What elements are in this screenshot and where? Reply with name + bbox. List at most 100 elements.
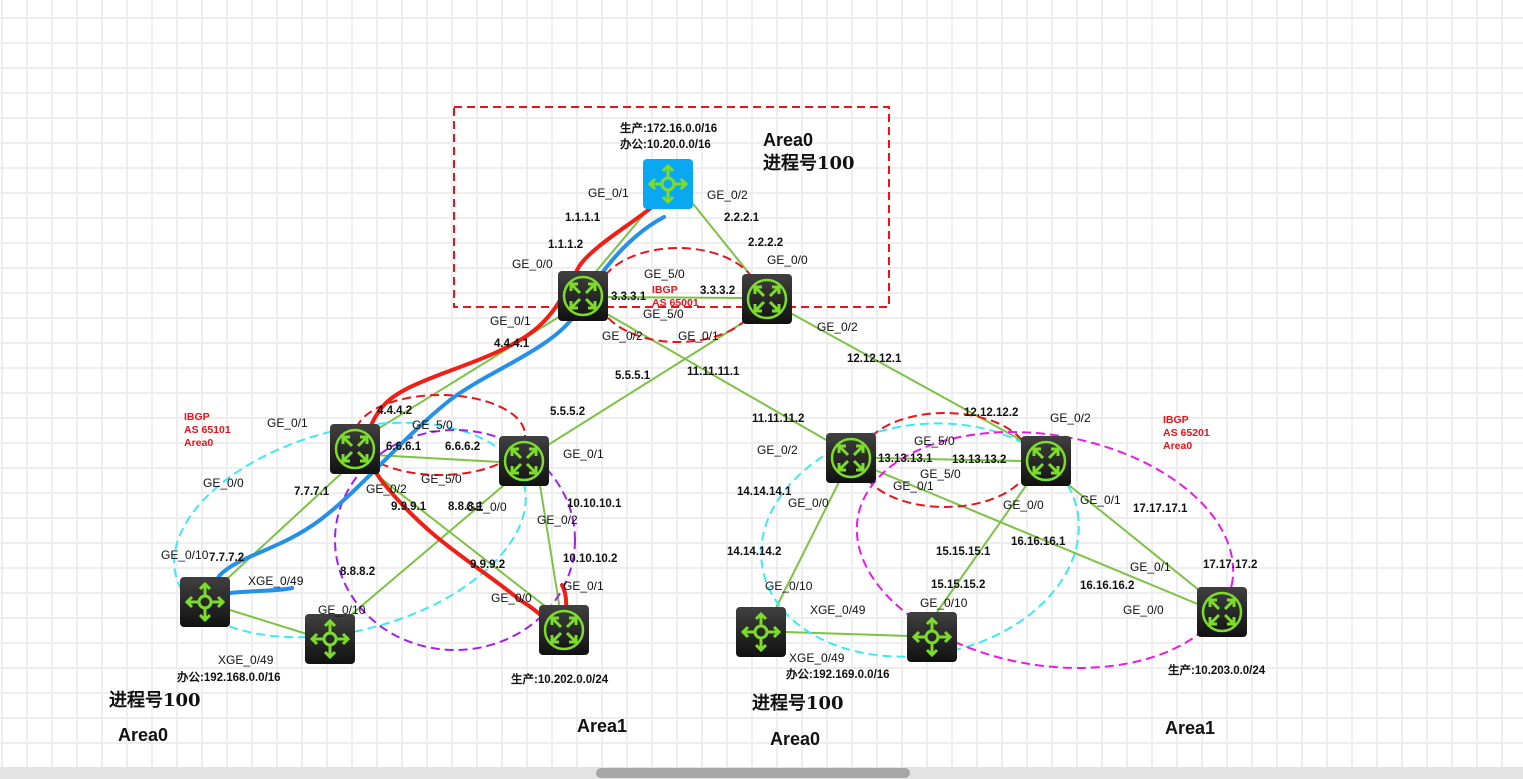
ip-label: 6.6.6.2: [445, 441, 481, 453]
port-label: GE_0/2: [1050, 411, 1091, 425]
route-switch-icon: [740, 611, 782, 653]
port-label: GE_0/0: [512, 257, 553, 271]
ip-label: 10.10.10.1: [567, 498, 622, 510]
ibgp-label: IBGP: [184, 411, 210, 423]
route-switch-icon: [184, 581, 226, 623]
ip-label: 9.9.9.1: [391, 501, 427, 513]
core-process-label: 进程号100: [763, 153, 855, 174]
port-label: XGE_0/49: [218, 653, 274, 667]
ip-label: 3.3.3.1: [611, 291, 647, 303]
link-lb-sw2: [344, 479, 511, 621]
router-as65001-r2[interactable]: [742, 274, 792, 324]
port-label: GE_0/10: [318, 603, 366, 617]
link-rb-sw2: [934, 479, 1031, 616]
port-label: GE_0/1: [490, 314, 531, 328]
link-la-lb: [374, 454, 501, 463]
office-network-label: 办公:192.168.0.0/16: [177, 672, 281, 684]
port-label: GE_0/10: [920, 596, 968, 610]
link-la-lc: [369, 469, 551, 611]
port-label: GE_0/1: [893, 479, 934, 493]
router-left-b[interactable]: [499, 436, 549, 486]
port-label: GE_0/10: [161, 548, 209, 562]
ip-label: 8.8.8.1: [448, 501, 484, 513]
router-icon: [543, 609, 585, 651]
core-port-left: GE_0/1: [588, 186, 629, 200]
port-label: GE_5/0: [920, 467, 961, 481]
port-label: GE_0/2: [757, 443, 798, 457]
ip-label: 6.6.6.1: [386, 441, 422, 453]
core-prod-network: 生产:172.16.0.0/16: [620, 123, 718, 135]
switch-left-1[interactable]: [180, 577, 230, 627]
ip-label: 4.4.4.2: [377, 405, 413, 417]
ip-label: 12.12.12.2: [964, 407, 1019, 419]
port-label: GE_0/0: [1123, 603, 1164, 617]
ip-label: 5.5.5.1: [615, 370, 651, 382]
link-rsw1-rsw2: [784, 631, 911, 637]
ip-label: 10.10.10.2: [563, 553, 618, 565]
switches: [180, 577, 957, 664]
as-label: AS 65201: [1163, 427, 1210, 439]
area-label: Area0: [1163, 440, 1193, 452]
port-label: GE_0/0: [767, 253, 808, 267]
port-label: XGE_0/49: [789, 651, 845, 665]
ospf-ring-left-purple: [334, 429, 576, 651]
core-area-label: Area0: [763, 130, 814, 150]
ip-label: 14.14.14.1: [737, 486, 792, 498]
link-ra-rc: [874, 469, 1201, 606]
ip-label: 2.2.2.2: [748, 237, 784, 249]
ip-label: 14.14.14.2: [727, 546, 782, 558]
router-icon: [562, 275, 604, 317]
port-label: GE_5/0: [644, 267, 685, 281]
router-icon: [503, 440, 545, 482]
routers: [330, 271, 1247, 655]
router-right-a[interactable]: [826, 433, 876, 483]
ip-label: 7.7.7.1: [294, 486, 330, 498]
link-r2-lb: [539, 314, 756, 451]
port-label: GE_0/1: [1130, 560, 1171, 574]
ip-label: 17.17.17.1: [1133, 503, 1188, 515]
port-label: XGE_0/49: [810, 603, 866, 617]
prod-network-label: 生产:10.203.0.0/24: [1168, 665, 1266, 677]
area-label: Area0: [184, 437, 214, 449]
ip-label: 11.11.11.2: [752, 413, 805, 425]
ip-label: 16.16.16.1: [1011, 536, 1066, 548]
area0-label: Area0: [770, 729, 821, 749]
router-icon: [1025, 440, 1067, 482]
ip-label: 9.9.9.2: [470, 559, 506, 571]
port-label: GE_0/0: [788, 496, 829, 510]
port-label: GE_0/1: [563, 447, 604, 461]
ibgp-label: IBGP: [1163, 414, 1189, 426]
port-label: GE_0/1: [1080, 493, 1121, 507]
router-right-b[interactable]: [1021, 436, 1071, 486]
route-switch-icon: [309, 618, 351, 660]
switch-right-2[interactable]: [907, 612, 957, 662]
scrollbar-thumb[interactable]: [596, 768, 910, 778]
switch-left-2[interactable]: [305, 614, 355, 664]
port-label: GE_0/2: [817, 320, 858, 334]
router-left-a[interactable]: [330, 424, 380, 474]
ip-label: 15.15.15.1: [936, 546, 991, 558]
router-icon: [830, 437, 872, 479]
ip-label: 1.1.1.2: [548, 239, 584, 251]
links: [214, 199, 1206, 637]
ip-label: 13.13.13.2: [952, 454, 1007, 466]
ip-label: 16.16.16.2: [1080, 580, 1135, 592]
link-la-sw1: [214, 469, 346, 591]
port-label: GE_5/0: [421, 472, 462, 486]
link-r2-rb: [784, 309, 1031, 446]
router-right-c[interactable]: [1197, 587, 1247, 637]
port-label: GE_0/2: [602, 329, 643, 343]
area1-label: Area1: [1165, 718, 1216, 738]
switch-right-1[interactable]: [736, 607, 786, 657]
link-lb-lc: [539, 484, 561, 611]
ip-label: 13.13.13.1: [878, 453, 933, 465]
router-icon: [746, 278, 788, 320]
link-rb-rc: [1064, 481, 1206, 596]
port-label: GE_0/0: [1003, 498, 1044, 512]
router-left-c[interactable]: [539, 605, 589, 655]
ip-label: 7.7.7.2: [209, 552, 245, 564]
core-router[interactable]: [643, 159, 693, 209]
port-label: GE_0/2: [537, 513, 578, 527]
router-as65001-r1[interactable]: [558, 271, 608, 321]
